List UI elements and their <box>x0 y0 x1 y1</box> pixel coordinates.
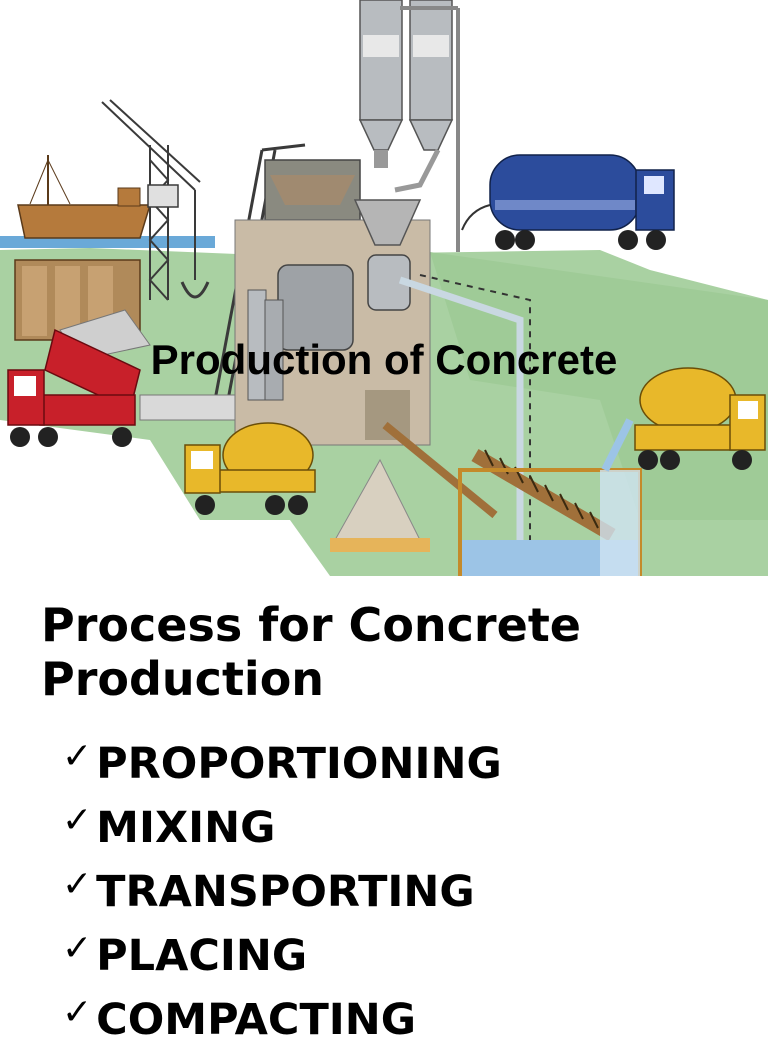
aggregate-bins <box>14 259 151 361</box>
crane-icon <box>101 99 210 301</box>
base-slab <box>330 538 430 552</box>
cement-silos <box>358 0 460 252</box>
water-strip <box>0 236 215 248</box>
dashed-line <box>419 274 531 560</box>
step-label: TRANSPORTING <box>96 867 475 917</box>
list-item: ✓ TRANSPORTING <box>62 860 502 924</box>
hero-title: Production of Concrete <box>150 336 618 383</box>
step-label: MIXING <box>96 803 276 853</box>
batching-plant <box>234 159 431 446</box>
list-item: ✓ PROPORTIONING <box>62 732 502 796</box>
list-item: ✓ PLACING <box>62 924 502 988</box>
list-item: ✓ COMPACTING <box>62 988 502 1052</box>
water-tank <box>458 468 642 576</box>
check-icon: ✓ <box>62 991 93 1033</box>
aggregate-platform <box>139 394 241 421</box>
red-dump-truck-icon <box>7 328 141 447</box>
water-stream <box>601 418 634 472</box>
concrete-plant-illustration: Production of Concrete <box>0 0 768 576</box>
yellow-mixer-truck-icon <box>184 422 316 515</box>
yellow-mixer-truck-right-icon <box>634 367 766 470</box>
step-label: PLACING <box>96 931 308 981</box>
ship-icon <box>17 155 152 239</box>
check-icon: ✓ <box>62 927 93 969</box>
list-item: ✓ MIXING <box>62 796 502 860</box>
process-step-list: ✓ PROPORTIONING ✓ MIXING ✓ TRANSPORTING … <box>62 732 502 1052</box>
check-icon: ✓ <box>62 863 93 905</box>
check-icon: ✓ <box>62 735 93 777</box>
check-icon: ✓ <box>62 799 93 841</box>
step-label: COMPACTING <box>96 995 417 1045</box>
step-label: PROPORTIONING <box>96 739 502 789</box>
section-heading: Process for Concrete Production <box>41 598 582 706</box>
blue-tanker-truck-icon <box>461 154 675 250</box>
